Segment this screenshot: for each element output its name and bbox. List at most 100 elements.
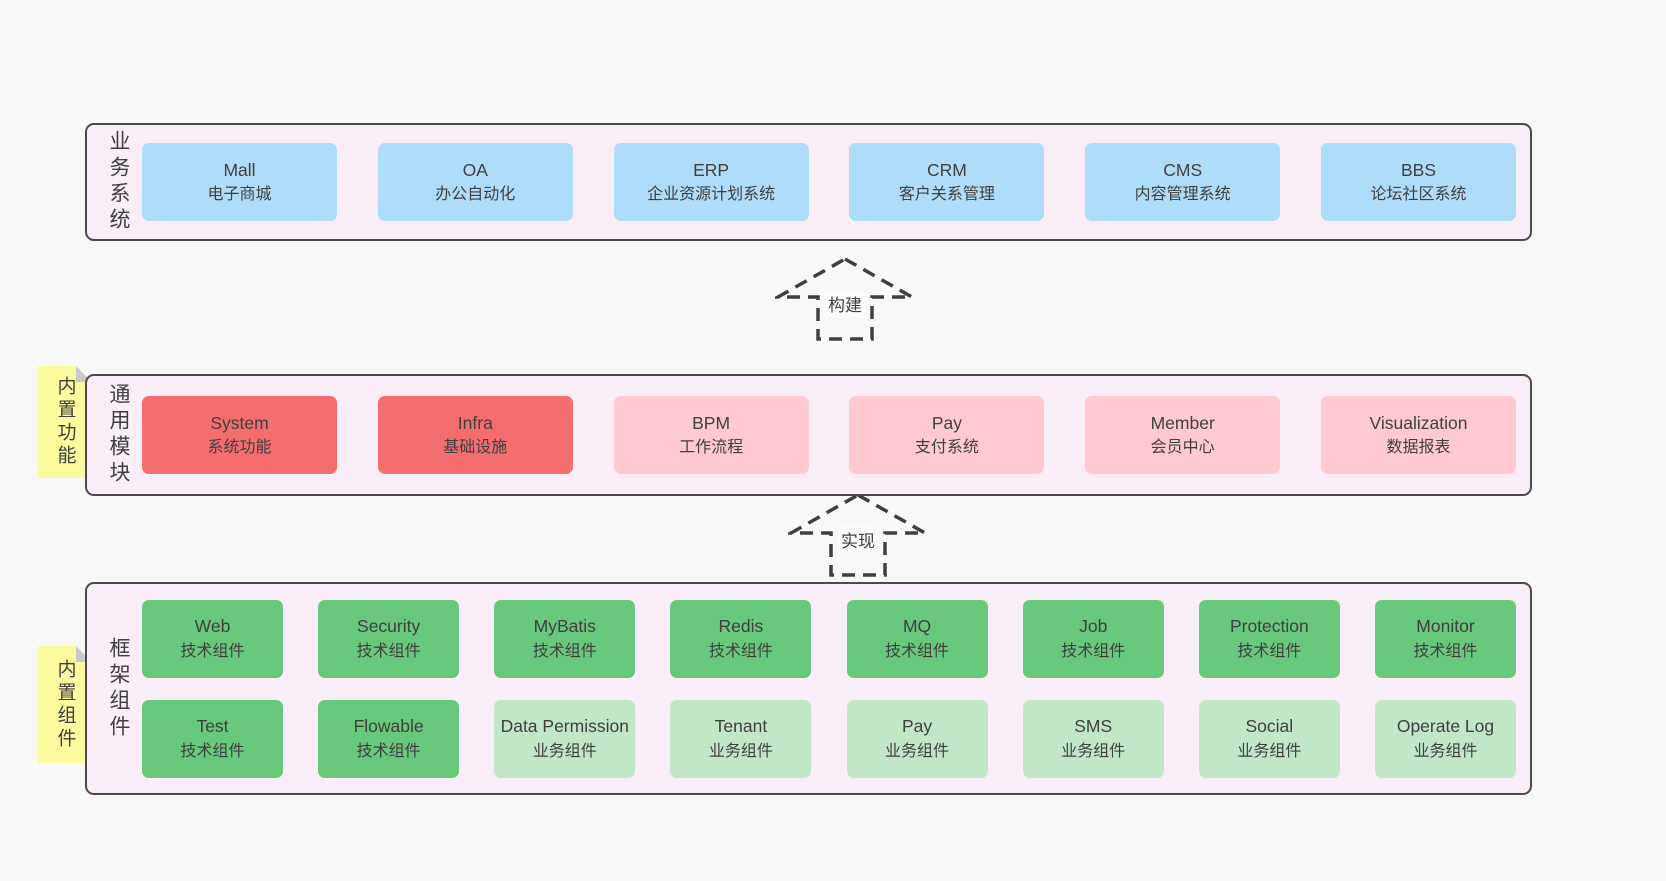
build-arrow-label: 构建 [825, 290, 865, 317]
box-subtitle: 业务组件 [1237, 742, 1302, 760]
box-title: Infra [457, 412, 493, 433]
component-box: Security 技术组件 [318, 599, 460, 678]
module-box: Member 会员中心 [1085, 396, 1281, 474]
framework-row-2: Test 技术组件 Flowable 技术组件 Data Permission … [142, 699, 1516, 778]
box-title: Monitor [1416, 616, 1475, 637]
box-subtitle: 系统功能 [207, 439, 272, 457]
component-box: Redis 技术组件 [670, 599, 812, 678]
implement-arrow-label: 实现 [838, 526, 878, 553]
box-title: Redis [718, 616, 764, 637]
box-title: Flowable [353, 716, 424, 737]
box-title: Social [1245, 716, 1294, 737]
box-title: Security [357, 616, 421, 637]
box-subtitle: 技术组件 [180, 742, 245, 760]
box-title: ERP [693, 159, 730, 180]
component-box: MyBatis 技术组件 [494, 599, 636, 678]
box-title: Mall [223, 159, 256, 180]
sticky-note-text: 内置组件 [54, 658, 76, 751]
component-box: Job 技术组件 [1022, 599, 1164, 678]
common-modules-section: 通用模块 System 系统功能 Infra 基础设施 BPM 工作 [85, 374, 1532, 496]
box-subtitle: 业务组件 [885, 742, 950, 760]
box-subtitle: 业务组件 [1413, 742, 1478, 760]
box-subtitle: 技术组件 [1237, 642, 1302, 660]
box-title: System [210, 412, 269, 433]
component-box: Social 业务组件 [1198, 699, 1340, 778]
box-subtitle: 客户关系管理 [898, 186, 995, 204]
business-systems-row: Mall 电子商城 OA 办公自动化 ERP 企业资源计划系统 CRM [142, 143, 1516, 221]
box-subtitle: 技术组件 [180, 642, 245, 660]
module-box: Infra 基础设施 [377, 396, 573, 474]
box-title: Member [1150, 412, 1215, 433]
box-title: Operate Log [1396, 716, 1495, 737]
box-title: Visualization [1369, 412, 1468, 433]
box-title: Web [194, 616, 231, 637]
box-title: Job [1079, 616, 1108, 637]
box-title: CMS [1163, 159, 1203, 180]
system-box: CRM 客户关系管理 [849, 143, 1045, 221]
box-subtitle: 数据报表 [1386, 439, 1451, 457]
box-title: Pay [931, 412, 962, 433]
system-box: ERP 企业资源计划系统 [613, 143, 809, 221]
implement-arrow: 实现 [788, 492, 928, 578]
module-box: Pay 支付系统 [849, 396, 1045, 474]
box-title: BPM [692, 412, 731, 433]
box-subtitle: 技术组件 [532, 642, 597, 660]
system-box: BBS 论坛社区系统 [1320, 143, 1516, 221]
system-box: CMS 内容管理系统 [1085, 143, 1281, 221]
component-box: Tenant 业务组件 [670, 699, 812, 778]
box-subtitle: 内容管理系统 [1134, 186, 1231, 204]
box-subtitle: 工作流程 [679, 439, 744, 457]
box-title: Protection [1229, 616, 1309, 637]
box-title: Pay [901, 716, 933, 737]
sticky-note-text: 内置功能 [54, 376, 76, 468]
component-box: Protection 技术组件 [1198, 599, 1340, 678]
section-label-business: 业务系统 [107, 130, 130, 234]
box-subtitle: 办公自动化 [435, 186, 516, 204]
box-subtitle: 基础设施 [443, 439, 508, 457]
system-box: Mall 电子商城 [142, 143, 337, 221]
component-box: Web 技术组件 [142, 599, 283, 678]
system-box: OA 办公自动化 [377, 143, 573, 221]
box-subtitle: 技术组件 [356, 742, 421, 760]
module-box: Visualization 数据报表 [1320, 396, 1516, 474]
box-title: CRM [926, 159, 967, 180]
component-box: Operate Log 业务组件 [1374, 699, 1516, 778]
framework-row-1: Web 技术组件 Security 技术组件 MyBatis 技术组件 [142, 599, 1516, 678]
box-subtitle: 技术组件 [356, 642, 421, 660]
box-title: BBS [1400, 159, 1436, 180]
box-title: Test [196, 716, 229, 737]
module-box: BPM 工作流程 [613, 396, 809, 474]
box-subtitle: 业务组件 [1061, 742, 1126, 760]
box-title: Data Permission [500, 716, 629, 737]
common-modules-row: System 系统功能 Infra 基础设施 BPM 工作流程 Pay [142, 396, 1516, 474]
component-box: SMS 业务组件 [1022, 699, 1164, 778]
box-subtitle: 技术组件 [1413, 642, 1478, 660]
box-subtitle: 会员中心 [1150, 439, 1215, 457]
section-label-framework: 框架组件 [107, 636, 130, 741]
box-title: SMS [1074, 716, 1113, 737]
component-box: MQ 技术组件 [846, 599, 988, 678]
business-systems-section: 业务系统 Mall 电子商城 OA 办公自动化 ERP 企业资源计划 [85, 123, 1532, 241]
box-subtitle: 企业资源计划系统 [647, 186, 776, 204]
box-subtitle: 论坛社区系统 [1370, 186, 1467, 204]
module-box: System 系统功能 [142, 396, 337, 474]
box-subtitle: 业务组件 [532, 742, 597, 760]
component-box: Data Permission 业务组件 [494, 699, 636, 778]
box-title: MQ [902, 616, 932, 637]
component-box: Test 技术组件 [142, 699, 283, 778]
box-subtitle: 业务组件 [708, 742, 773, 760]
component-box: Flowable 技术组件 [318, 699, 460, 778]
box-title: OA [462, 159, 488, 180]
box-subtitle: 支付系统 [914, 439, 979, 457]
box-subtitle: 电子商城 [207, 186, 272, 204]
section-label-modules: 通用模块 [107, 383, 130, 487]
component-box: Pay 业务组件 [846, 699, 988, 778]
box-subtitle: 技术组件 [885, 642, 950, 660]
box-subtitle: 技术组件 [708, 642, 773, 660]
box-title: MyBatis [533, 616, 596, 637]
component-box: Monitor 技术组件 [1374, 599, 1516, 678]
sticky-note-builtin-features: 内置功能 [38, 366, 92, 478]
sticky-note-builtin-components: 内置组件 [38, 646, 92, 763]
framework-components-section: 框架组件 Web 技术组件 Security 技术组件 MyBatis [85, 582, 1532, 795]
